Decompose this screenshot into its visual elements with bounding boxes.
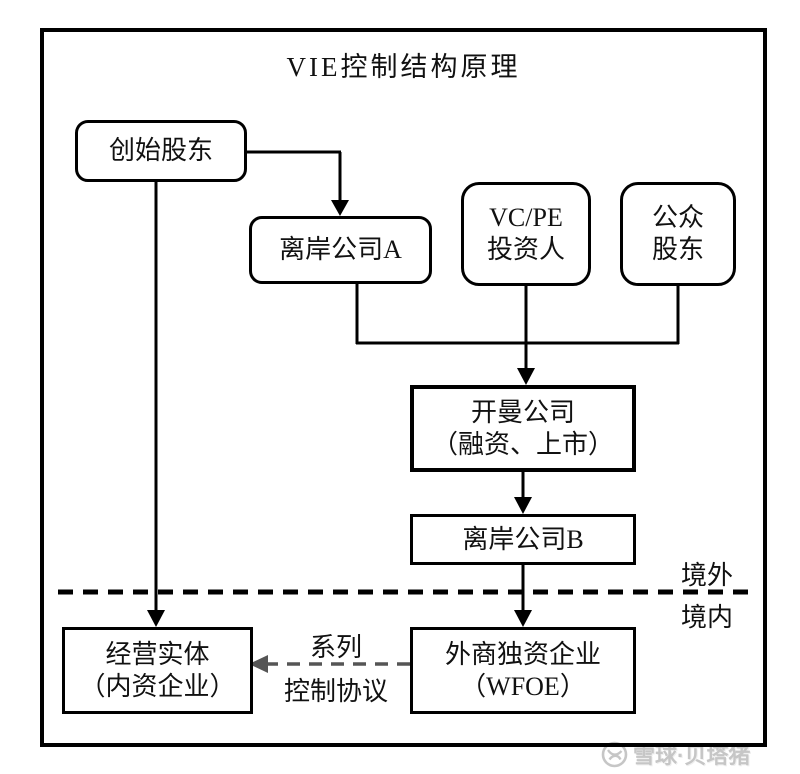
arrowhead-opco — [147, 610, 165, 627]
node-vcpe-investors: VC/PE 投资人 — [461, 182, 591, 286]
label-offshore-region: 境外 — [681, 561, 734, 590]
node-public-shareholders: 公众 股东 — [620, 182, 736, 286]
node-operating-entity: 经营实体 （内资企业） — [62, 627, 253, 714]
arrowhead-offshoreA — [331, 200, 349, 216]
node-vcpe-investors-line2: 投资人 — [486, 235, 565, 264]
arrowhead-cayman — [517, 368, 535, 385]
node-vcpe-investors-line1: VC/PE — [489, 203, 563, 233]
node-cayman-company-line1: 开曼公司 — [470, 397, 575, 427]
node-cayman-company-line2: （融资、上市） — [431, 429, 614, 459]
node-public-shareholders-line1: 公众 — [651, 203, 704, 233]
node-public-shareholders-line2: 股东 — [651, 235, 704, 264]
node-operating-entity-line2: （内资企业） — [79, 671, 236, 701]
arrowhead-wfoe — [514, 610, 532, 627]
watermark: 雪球·贝塔猪 — [601, 738, 750, 770]
arrowhead-offshoreB — [514, 497, 532, 514]
arrowhead-opco-agreement — [249, 655, 268, 673]
node-wfoe-line1: 外商独资企业 — [444, 639, 601, 669]
node-wfoe: 外商独资企业 （WFOE） — [410, 627, 636, 714]
node-founding-shareholders-label: 创始股东 — [108, 136, 213, 166]
node-offshore-company-b-label: 离岸公司B — [462, 524, 584, 554]
node-cayman-company: 开曼公司 （融资、上市） — [410, 385, 636, 472]
node-founding-shareholders: 创始股东 — [75, 120, 247, 182]
watermark-text: 雪球·贝塔猪 — [633, 743, 751, 768]
xueqiu-snowball-logo-icon — [601, 741, 628, 768]
node-offshore-company-a-label: 离岸公司A — [279, 235, 402, 265]
label-control-agreement-line2: 控制协议 — [283, 677, 388, 706]
label-onshore-region: 境内 — [681, 603, 734, 632]
label-control-agreement-line1: 系列 — [309, 633, 362, 662]
node-offshore-company-b: 离岸公司B — [410, 514, 636, 565]
node-operating-entity-line1: 经营实体 — [105, 639, 210, 669]
node-wfoe-line2: （WFOE） — [460, 671, 586, 701]
diagram-title: VIE控制结构原理 — [286, 52, 521, 82]
node-offshore-company-a: 离岸公司A — [249, 216, 432, 284]
